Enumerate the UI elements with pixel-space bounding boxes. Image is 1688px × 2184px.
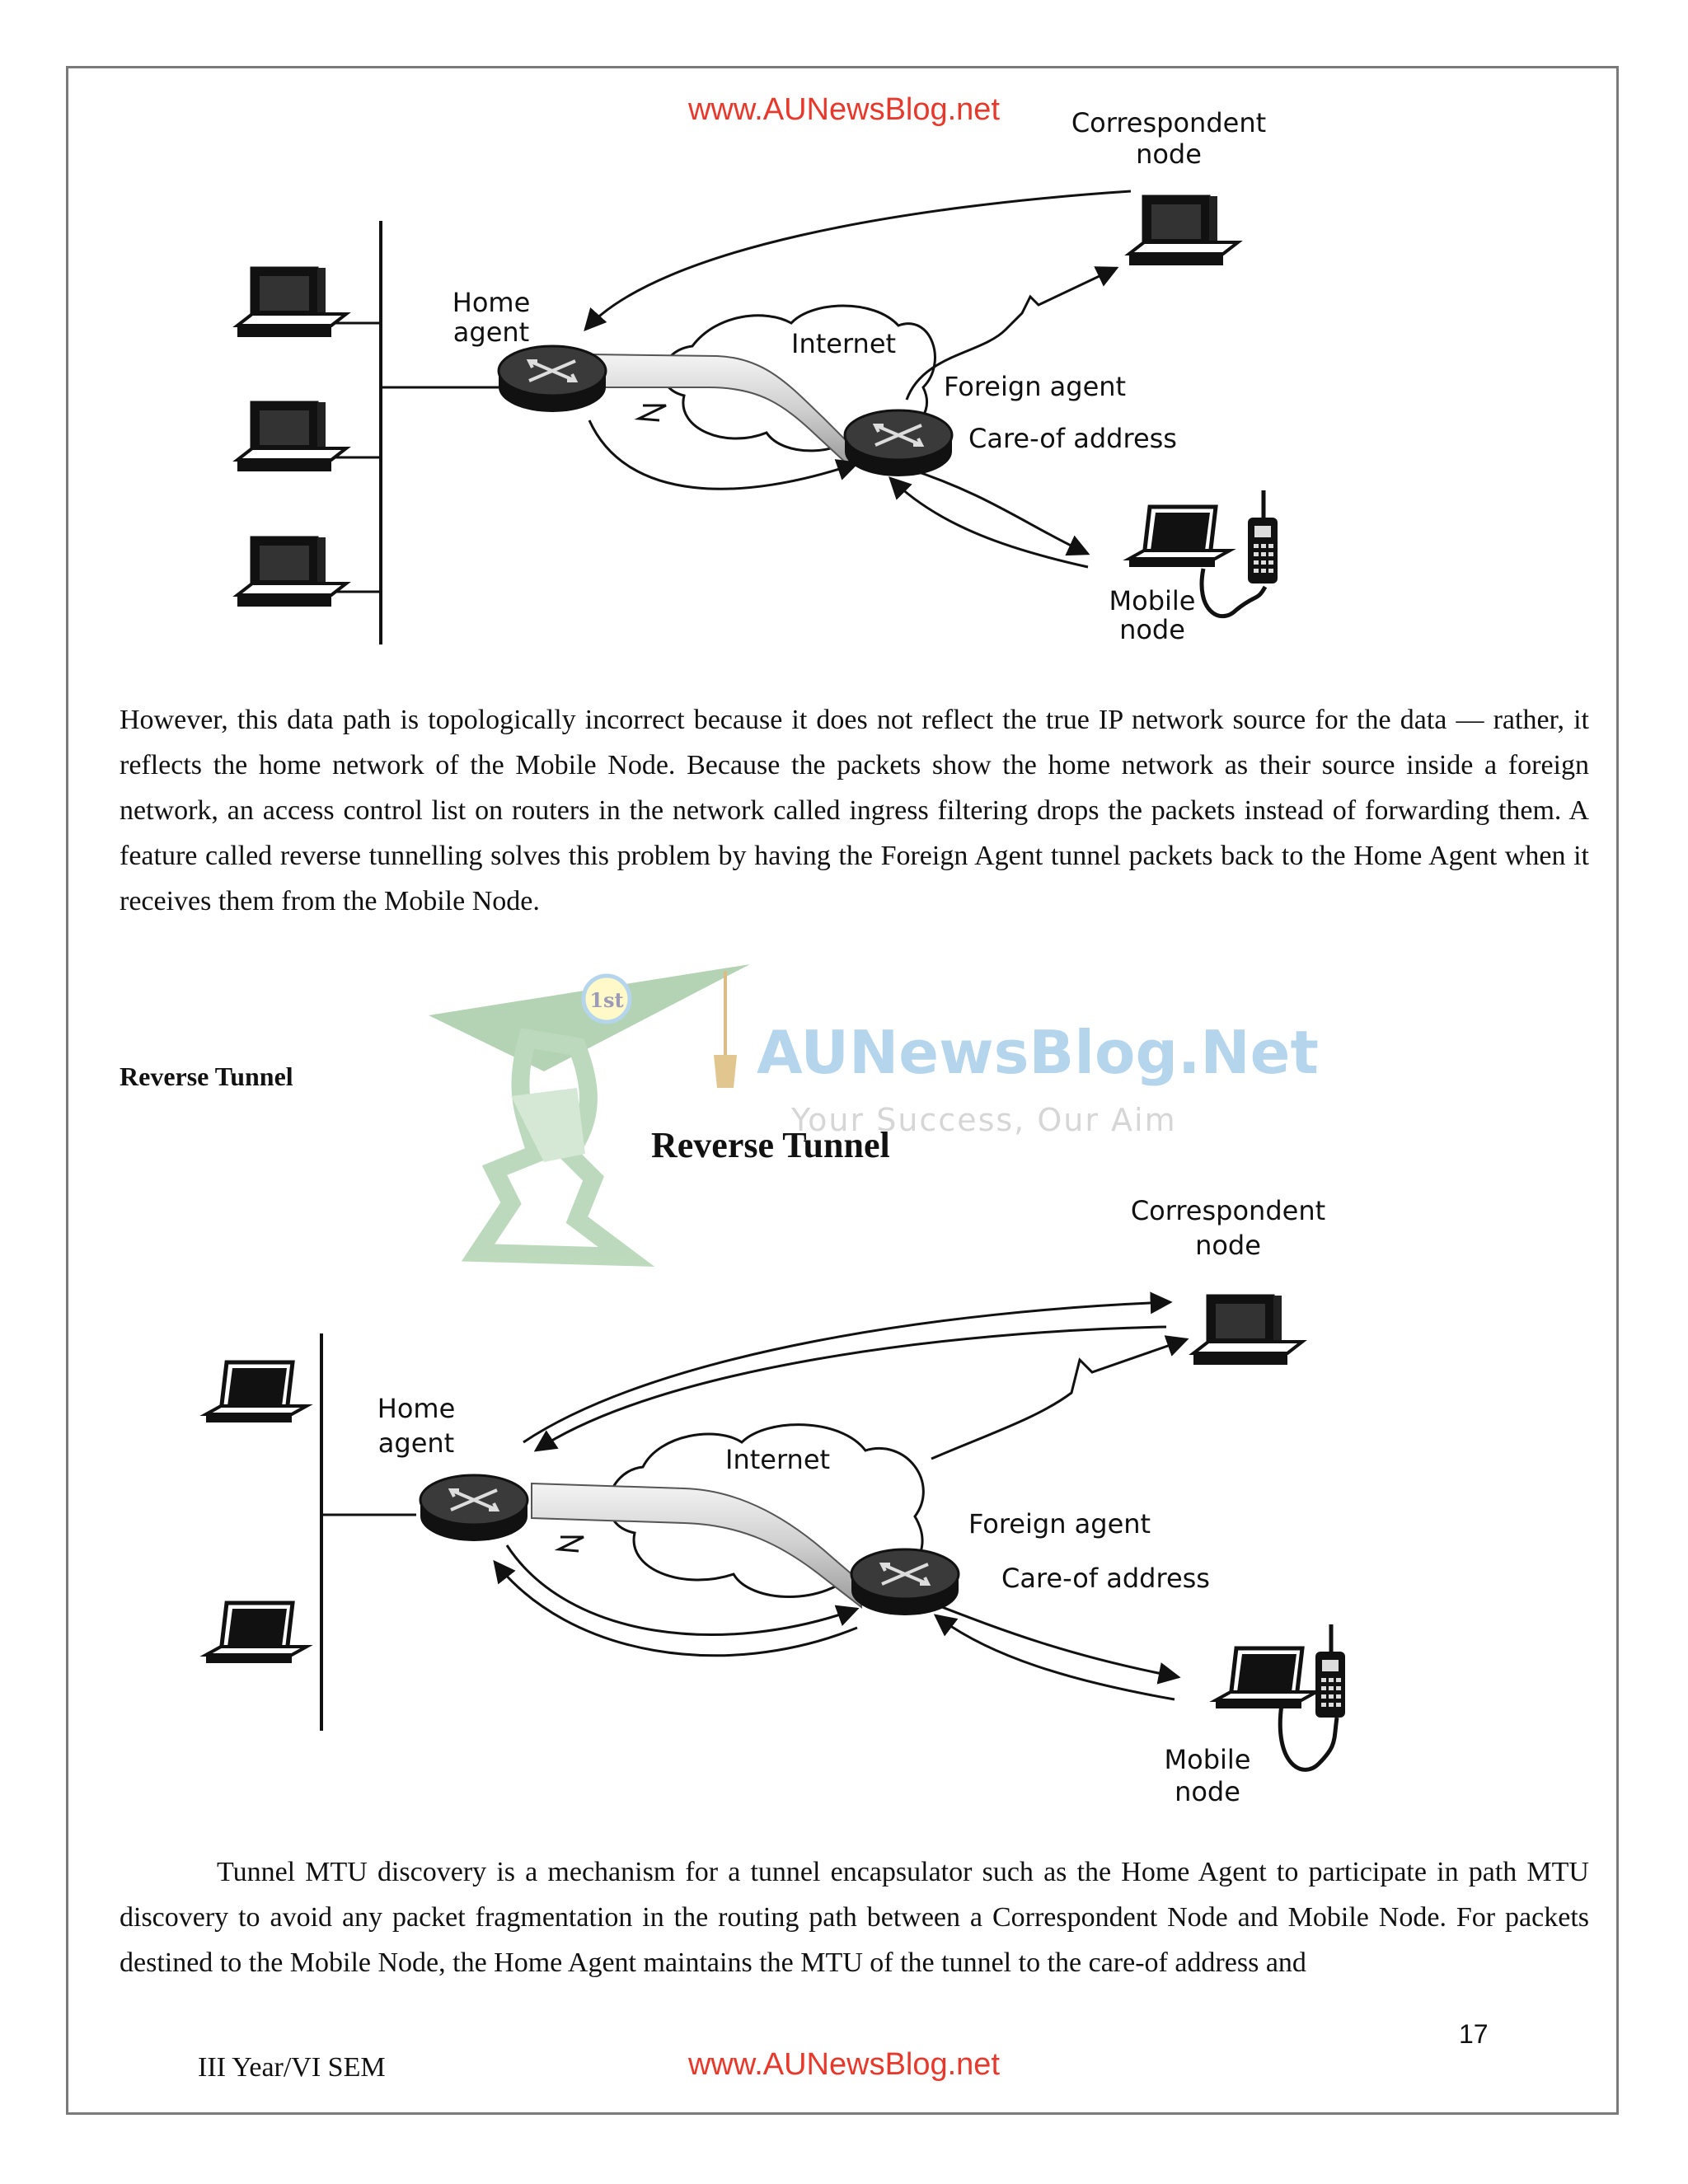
home-agent-label: agent [453, 316, 529, 348]
home-host-laptop-icon [206, 1362, 307, 1422]
internet-label: Internet [725, 1444, 830, 1475]
mobile-node-label: Mobile [1109, 585, 1196, 616]
care-of-address-label: Care-of address [1001, 1563, 1210, 1594]
mobile-phone-icon [1315, 1624, 1345, 1718]
correspondent-node-label: Correspondent [1071, 107, 1266, 138]
home-agent-router-icon [497, 344, 607, 414]
foreign-agent-router-icon [843, 409, 954, 478]
body-paragraph-tunnel-mtu: Tunnel MTU discovery is a mechanism for … [120, 1857, 1589, 1978]
mobile-node-label: node [1119, 614, 1185, 645]
first-badge-icon [581, 973, 632, 1024]
mobile-node-laptop-icon [1216, 1648, 1316, 1708]
home-host-laptop-icon [206, 1603, 307, 1663]
watermark-tagline: Your Success, Our Aim [790, 1102, 1177, 1138]
footer-site-url[interactable]: www.AUNewsBlog.net [687, 2047, 1001, 2082]
home-host-computer-icon [236, 401, 348, 473]
correspondent-node-label: Correspondent [1131, 1195, 1325, 1226]
home-host-computer-icon [236, 266, 348, 339]
correspondent-node-computer-icon [1192, 1294, 1304, 1366]
diagram-title: Reverse Tunnel [651, 1125, 890, 1165]
home-agent-label: Home [377, 1393, 456, 1424]
header-site-url[interactable]: www.AUNewsBlog.net [687, 92, 1001, 127]
foreign-agent-label: Foreign agent [968, 1508, 1151, 1540]
foreign-agent-router-icon [850, 1548, 960, 1617]
body-paragraph-ingress-filtering: However, this data path is topologically… [120, 705, 1589, 916]
mobile-node-label: Mobile [1165, 1744, 1251, 1775]
home-agent-router-icon [419, 1474, 529, 1543]
correspondent-node-label: node [1195, 1230, 1261, 1261]
watermark-logo: 1st AUNewsBlog.Net Your Success, Our Aim [429, 964, 1319, 1267]
home-agent-label: agent [378, 1427, 454, 1459]
foreign-agent-label: Foreign agent [944, 371, 1126, 402]
care-of-address-label: Care-of address [968, 423, 1177, 454]
page-border [66, 66, 1619, 2115]
diagram-1: Correspondent node Home agent Internet F… [236, 107, 1278, 645]
page-number: 17 [1459, 2019, 1489, 2049]
mobile-node-laptop-icon [1129, 507, 1230, 567]
correspondent-node-label: node [1136, 138, 1202, 170]
section-heading-reverse-tunnel: Reverse Tunnel [120, 1062, 293, 1091]
mobile-phone-icon [1248, 490, 1278, 583]
correspondent-node-computer-icon [1128, 194, 1240, 267]
watermark-brand: AUNewsBlog.Net [757, 1018, 1319, 1087]
diagram-2: Correspondent node Home agent Internet F… [206, 1195, 1345, 1807]
watermark-badge: 1st [589, 988, 623, 1012]
home-host-computer-icon [236, 536, 348, 608]
internet-label: Internet [791, 328, 896, 359]
home-agent-label: Home [452, 287, 531, 318]
footer-semester: III Year/VI SEM [198, 2052, 386, 2083]
mobile-node-label: node [1175, 1776, 1240, 1807]
